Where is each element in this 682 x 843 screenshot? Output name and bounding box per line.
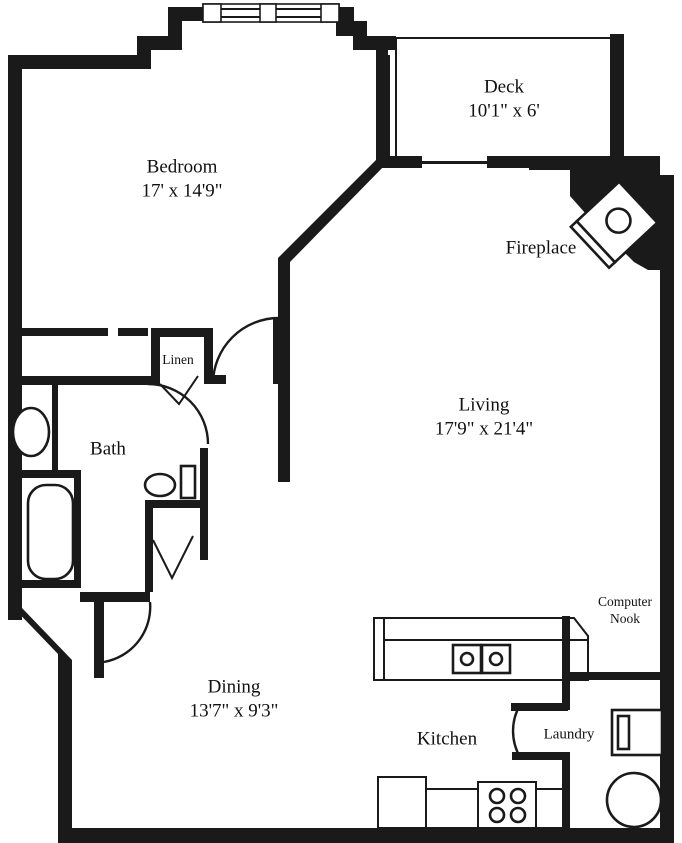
burner-front-right: [509, 787, 527, 805]
wall-deck-top-left-jamb: [388, 36, 396, 50]
wall-nook-left: [562, 616, 570, 678]
slider-glass-lines: [221, 8, 321, 18]
wall-dining-left-stub: [94, 592, 104, 678]
wall-bedroom-living-diagonal: [278, 160, 390, 482]
washer-dryer-icon: [605, 771, 663, 829]
exterior-walls: [8, 7, 674, 843]
laundry-door-arc: [511, 704, 522, 758]
sink-drain-right: [488, 651, 504, 667]
wall-tub-bottom: [22, 580, 80, 588]
label-nook-line1: Computer: [598, 594, 652, 609]
wall-bath-right-upper: [200, 448, 208, 506]
label-dining-name: Dining: [208, 676, 261, 697]
wall-deck-left: [336, 7, 390, 160]
label-deck-name: Deck: [484, 76, 525, 97]
wall-living-north-right: [487, 156, 529, 168]
bath-door-arc: [147, 382, 210, 445]
fireplace-hearth: [569, 219, 617, 270]
kitchen-fixtures: [373, 617, 589, 829]
burner-back-right: [509, 806, 527, 824]
wall-closet-top-a: [22, 328, 108, 336]
label-living-name: Living: [459, 394, 510, 415]
kitchen-counter-mid: [425, 788, 479, 829]
bedroom-door-arc: [211, 316, 280, 385]
label-deck-dim: 10'1" x 6': [468, 100, 540, 121]
wall-bath-bottom-outer: [80, 592, 150, 602]
burner-back-left: [488, 806, 506, 824]
sliding-glass-door: [202, 3, 340, 23]
wall-hall-left: [145, 500, 153, 592]
bathtub-icon: [26, 483, 75, 581]
room-labels: Bedroom 17' x 14'9" Deck 10'1" x 6' Fire…: [90, 76, 652, 749]
wall-linen-top: [151, 328, 213, 337]
range-top: [477, 781, 537, 829]
wall-bath-bottom: [145, 500, 208, 508]
toilet-bowl-icon: [143, 472, 177, 498]
wall-nook-bottom: [562, 672, 662, 680]
wall-laundry-left-upper: [562, 680, 570, 710]
wall-living-north-far-right: [529, 156, 660, 170]
interior-walls-bath: [22, 328, 226, 678]
wall-laundry-left-lower: [562, 752, 570, 830]
kitchen-base-cabinet-left: [377, 776, 427, 829]
label-living-dim: 17'9" x 21'4": [435, 418, 533, 439]
wall-top-left-step: [8, 7, 203, 600]
wall-closet-top-b: [118, 328, 148, 336]
label-bath-name: Bath: [90, 438, 126, 459]
label-laundry-name: Laundry: [544, 726, 595, 742]
bedroom-door-panel: [273, 318, 281, 384]
wall-tub-right: [74, 470, 81, 588]
kitchen-island-end: [373, 617, 385, 681]
bath-fixtures: [11, 406, 197, 581]
water-heater-inner: [616, 714, 631, 751]
linen-bifold-door: [159, 375, 199, 406]
toilet-tank-icon: [179, 464, 197, 500]
wall-deck-right: [610, 34, 624, 164]
fireplace-unit: [569, 179, 660, 270]
wall-linen-bottom-jamb: [204, 375, 226, 384]
wall-closet-bottom: [22, 376, 154, 385]
door-arcs: [103, 316, 522, 758]
label-bedroom-dim: 17' x 14'9": [141, 180, 222, 201]
wall-bottom: [58, 828, 674, 843]
label-linen-name: Linen: [162, 352, 194, 367]
label-bedroom-name: Bedroom: [147, 156, 218, 177]
wall-linen-right: [204, 328, 213, 384]
label-dining-dim: 13'7" x 9'3": [190, 700, 279, 721]
slider-panel-right-jamb: [320, 3, 340, 23]
wall-living-north-left: [376, 156, 422, 168]
wall-laundry-bottom: [512, 752, 568, 760]
wall-linen-left: [151, 328, 160, 384]
wall-laundry-top: [512, 703, 568, 711]
wall-vanity-divider: [52, 384, 58, 474]
label-kitchen-name: Kitchen: [417, 728, 478, 749]
label-nook-line2: Nook: [610, 611, 640, 626]
hall-bifold-door: [152, 535, 194, 581]
fireplace-flue-circle: [605, 207, 632, 234]
nook-laundry-walls: [511, 616, 664, 830]
sink-drain-left: [459, 651, 475, 667]
burner-front-left: [488, 787, 506, 805]
slider-panel-left-jamb: [202, 3, 222, 23]
dining-door-arc: [103, 601, 152, 664]
label-fireplace-name: Fireplace: [506, 237, 577, 258]
wall-hall-right: [200, 508, 208, 560]
vanity-sink-icon: [11, 406, 51, 458]
wall-tub-top: [22, 470, 80, 478]
slider-panel-mid: [259, 3, 277, 23]
wall-bottom-left-angle: [8, 600, 72, 828]
wall-right: [660, 175, 674, 835]
